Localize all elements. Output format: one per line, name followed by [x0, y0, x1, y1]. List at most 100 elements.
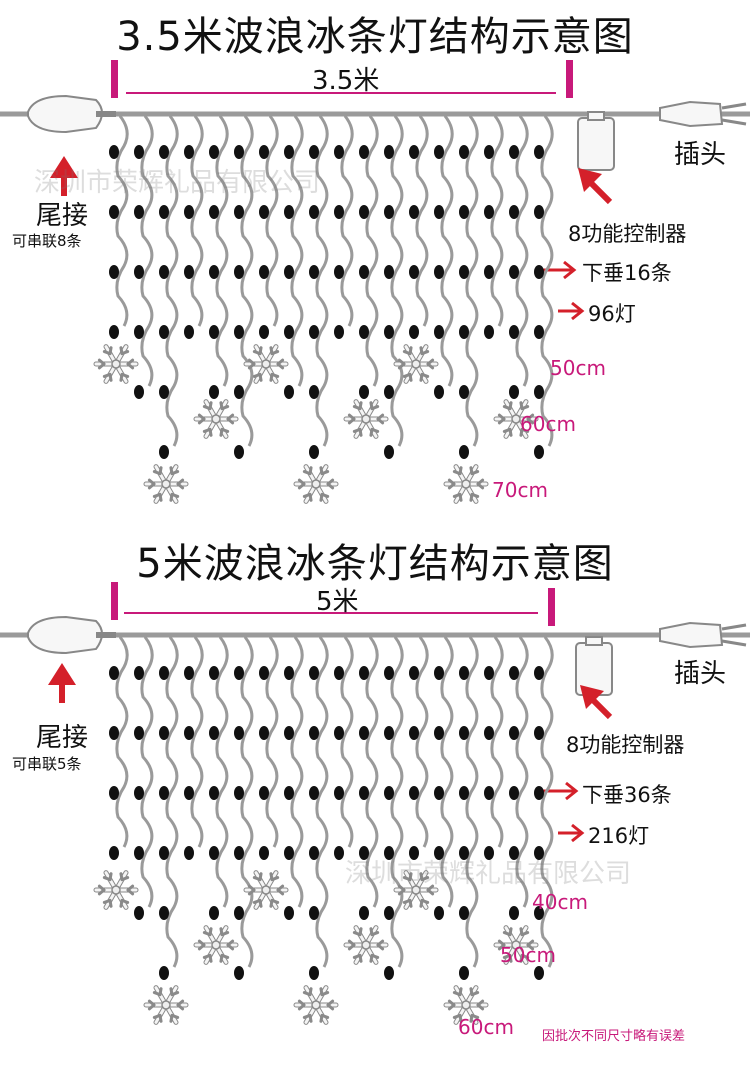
bulb [434, 385, 444, 399]
snowflake-icon [343, 925, 389, 965]
icicle-strand [234, 115, 254, 459]
icicle-strand [334, 115, 354, 339]
bulb [234, 145, 244, 159]
icicle-strand [243, 636, 289, 910]
bulb [409, 145, 419, 159]
bulb [509, 205, 519, 219]
bulb [459, 445, 469, 459]
snowflake-icon [93, 870, 139, 910]
width-marker-right [566, 60, 573, 98]
icicle-strand [334, 636, 354, 860]
bulb [234, 385, 244, 399]
snowflake-icon [193, 399, 239, 439]
bulb [284, 205, 294, 219]
bulb [184, 726, 194, 740]
bulb [234, 325, 244, 339]
lights-arrow-icon [558, 301, 585, 321]
bulb [484, 145, 494, 159]
controller-label: 8功能控制器 [566, 733, 685, 757]
icicle-strand [184, 115, 204, 339]
bulb [309, 666, 319, 680]
bulb [284, 666, 294, 680]
bulb [484, 786, 494, 800]
bulb [284, 385, 294, 399]
bulb [234, 265, 244, 279]
bulb [409, 265, 419, 279]
bulb [209, 145, 219, 159]
bulb [134, 205, 144, 219]
controller-arrow-icon [580, 685, 613, 720]
bulb [109, 726, 119, 740]
bulb [259, 205, 269, 219]
bulb [284, 906, 294, 920]
bulb [384, 846, 394, 860]
bulb [209, 786, 219, 800]
bulb [109, 666, 119, 680]
bulb [259, 666, 269, 680]
width-label: 3.5米 [312, 66, 380, 96]
snowflake-icon [493, 399, 539, 439]
bulb [134, 786, 144, 800]
snowflake-icon [193, 925, 239, 965]
lights-arrow-icon [558, 823, 585, 843]
bulb [109, 145, 119, 159]
plug-icon [659, 100, 747, 128]
bulb [509, 726, 519, 740]
bulb [459, 205, 469, 219]
snowflake-icon [293, 464, 339, 504]
bulb [534, 846, 544, 860]
bulb [309, 325, 319, 339]
bulb [359, 846, 369, 860]
bulb [509, 666, 519, 680]
bulb [434, 846, 444, 860]
icicle-strand [484, 636, 504, 860]
bulb [109, 265, 119, 279]
bulb [459, 906, 469, 920]
width-marker-right [548, 588, 555, 626]
light-count-label: 216灯 [588, 824, 650, 848]
icicle-strand [193, 115, 239, 439]
bulb [534, 145, 544, 159]
bulb [234, 205, 244, 219]
length-label-medium: 50cm [500, 943, 556, 967]
bulb [409, 325, 419, 339]
bulb [534, 265, 544, 279]
tail-connector-icon [27, 94, 116, 134]
bulb [434, 726, 444, 740]
bulb [534, 205, 544, 219]
snowflake-icon [343, 399, 389, 439]
tail-connector-icon [27, 615, 116, 655]
bulb [309, 846, 319, 860]
snowflake-icon [143, 985, 189, 1025]
bulb [409, 846, 419, 860]
bulb [334, 325, 344, 339]
icicle-strand [484, 115, 504, 339]
controller-arrow-icon [578, 168, 613, 205]
bulb [309, 966, 319, 980]
bulb [459, 726, 469, 740]
bulb [409, 786, 419, 800]
bulb [234, 906, 244, 920]
bulb [234, 666, 244, 680]
bulb [434, 265, 444, 279]
bulb [534, 666, 544, 680]
watermark: 深圳市荣辉礼品有限公司 [34, 168, 321, 198]
bulb [359, 666, 369, 680]
bulb [109, 205, 119, 219]
bulb [134, 385, 144, 399]
bulb [334, 265, 344, 279]
bulb [209, 205, 219, 219]
bulb [434, 906, 444, 920]
icicle-strand [534, 636, 554, 980]
bulb [509, 786, 519, 800]
bulb [284, 325, 294, 339]
icicle-strand [443, 636, 489, 1025]
plug-label: 插头 [674, 659, 727, 689]
snowflake-icon [443, 464, 489, 504]
snowflake-icon [393, 870, 439, 910]
bulb [359, 145, 369, 159]
icicle-strand [93, 115, 139, 384]
bulb [159, 966, 169, 980]
footer-note: 因批次不同尺寸略有误差 [542, 1029, 686, 1044]
snowflake-icon [493, 925, 539, 965]
